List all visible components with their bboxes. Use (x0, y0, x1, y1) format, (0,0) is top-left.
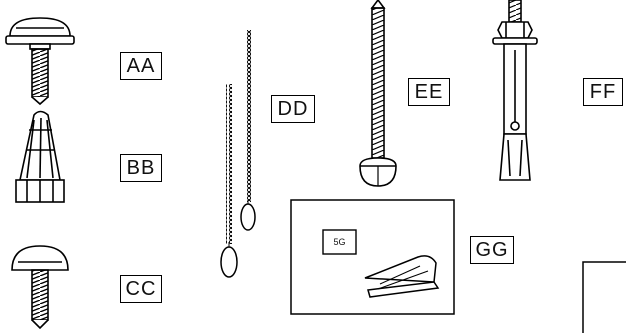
dd-pull-chain-icon (220, 30, 256, 278)
gg-hardware-packet (290, 199, 455, 315)
cc-screw-icon (11, 245, 69, 330)
ee-wood-screw-icon (359, 0, 397, 187)
label-ee: EE (408, 78, 450, 106)
label-dd: DD (271, 95, 315, 123)
label-bb: BB (120, 154, 162, 182)
packet-badge: 5G (333, 237, 346, 247)
label-ff: FF (583, 78, 623, 106)
aa-screw-washer-icon (5, 17, 75, 106)
label-gg: GG (470, 236, 514, 264)
label-aa: AA (120, 52, 162, 80)
bb-wire-nut-icon (15, 110, 65, 203)
ff-anchor-bolt-icon (492, 0, 538, 181)
label-cc: CC (120, 275, 162, 303)
partial-frame (582, 261, 626, 333)
